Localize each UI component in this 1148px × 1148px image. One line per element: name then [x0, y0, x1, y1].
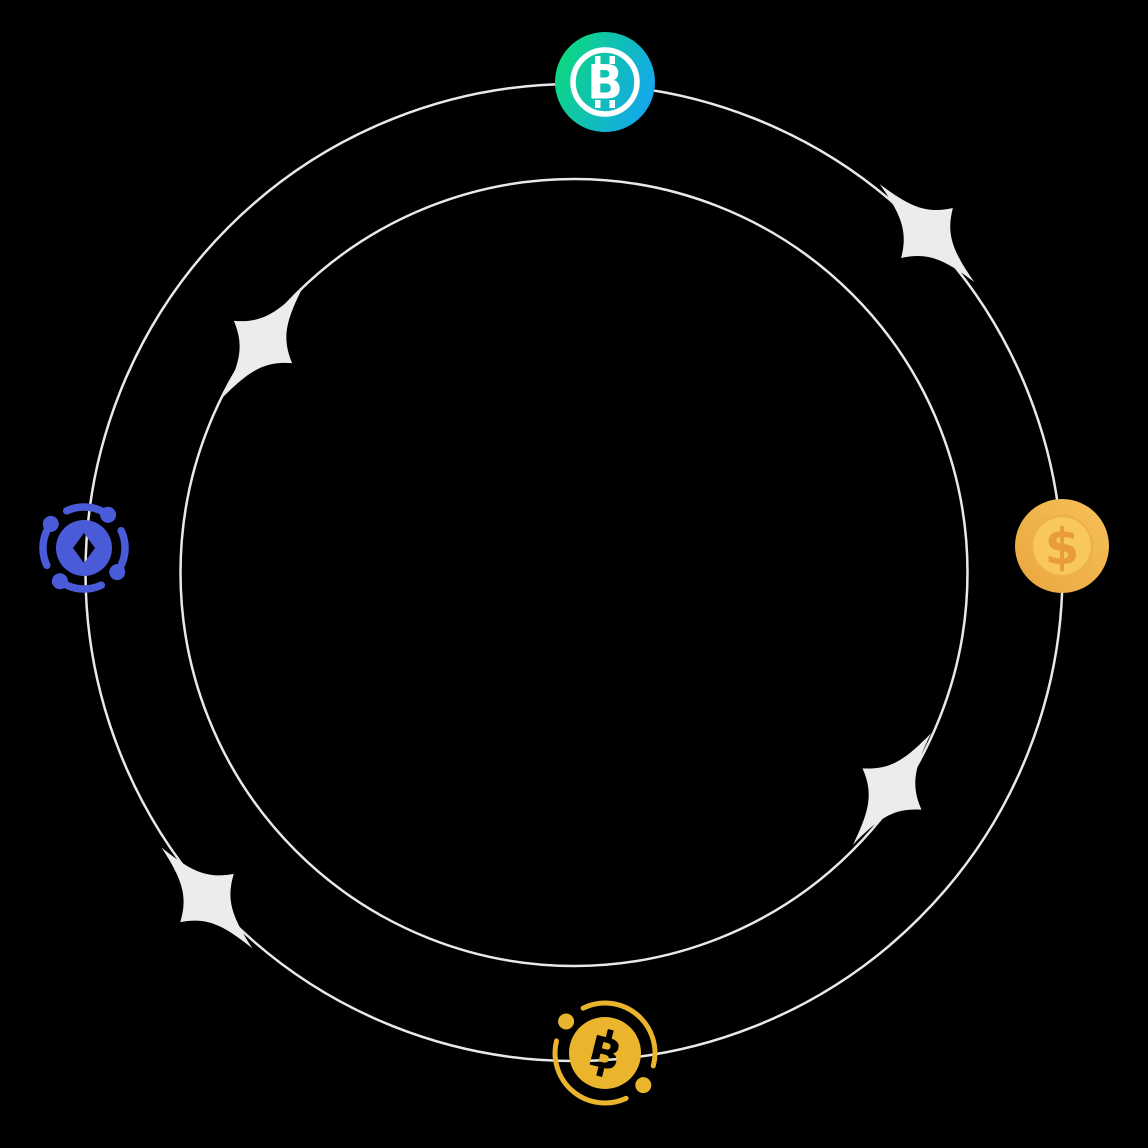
coin-face: [1032, 516, 1092, 576]
orbit-core-diamond: [56, 520, 112, 576]
bitcoin-gradient-icon: B: [555, 32, 655, 132]
coin-face-ring: [1030, 514, 1094, 578]
sparkles: [134, 159, 1001, 973]
orbit-dot: [558, 1013, 575, 1030]
sparkle-icon: [853, 159, 1001, 307]
bitcoin-gradient-disc: [555, 32, 655, 132]
orbit-dot: [635, 1077, 652, 1094]
orbit-arcs: [39, 503, 129, 593]
bitcoin-orbit-disc: [569, 1017, 641, 1089]
bitcoin-gradient-ring: [570, 47, 640, 117]
sparkle-icon: [823, 712, 961, 866]
sparkle-icon: [134, 823, 280, 973]
sparkle-icon: [193, 265, 333, 419]
bitcoin-orbit-ring: [552, 1000, 658, 1106]
dollar-coin-icon: $: [1015, 499, 1109, 593]
bitcoin-orbit-icon: [552, 1000, 658, 1106]
bitcoin-symbol: B: [587, 56, 623, 111]
orbit-network-icon: [39, 503, 129, 593]
dollar-symbol-text: $: [1045, 518, 1080, 576]
inner-orbit-ring: [179, 177, 969, 968]
